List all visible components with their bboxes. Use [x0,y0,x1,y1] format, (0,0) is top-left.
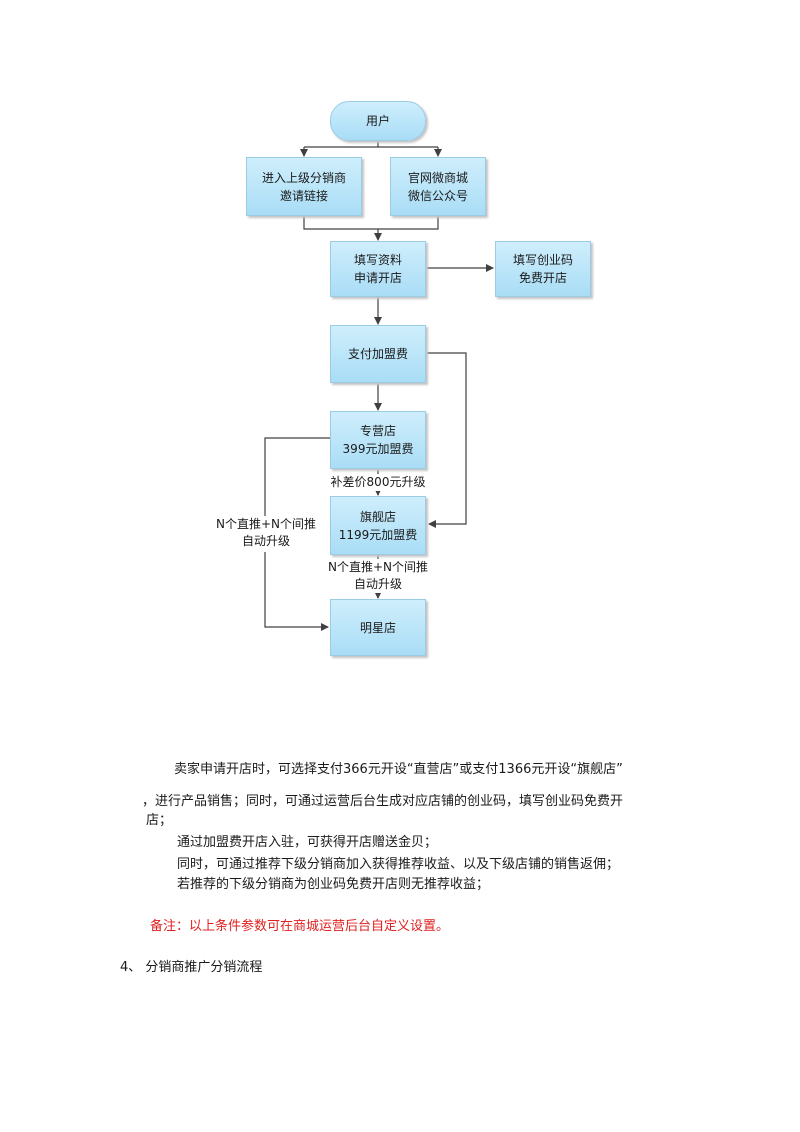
direct-store-node: 专营店 399元加盟费 [330,411,426,469]
para1-line2: ，进行产品销售；同时，可通过运营后台生成对应店铺的创业码，填写创业码免费开 [142,794,624,809]
direct-store-line2: 399元加盟费 [342,442,414,456]
list-item-1: 通过加盟费开店入驻，可获得开店赠送金贝； [177,835,438,850]
pay-fee-label: 支付加盟费 [347,347,408,361]
list-item-3: 若推荐的下级分销商为创业码免费开店则无推荐收益； [177,877,490,892]
pay-fee-node: 支付加盟费 [330,325,426,383]
start-user-label: 用户 [365,114,390,128]
flagship-store-line1: 旗舰店 [359,509,396,524]
auto-upgrade-mid-line1: N个直推+N个间推 [327,560,428,574]
official-mall-line1: 官网微商城 [407,170,468,185]
fill-info-line1: 填写资料 [353,253,402,267]
fill-code-line1: 填写创业码 [512,253,573,267]
remark-note: 备注：以上条件参数可在商城运营后台自定义设置。 [150,919,450,934]
para1-line3: 店； [146,813,173,828]
auto-upgrade-left-line1: N个直推+N个间推 [215,517,316,531]
flagship-store-node: 旗舰店 1199元加盟费 [330,496,426,555]
upgrade-diff-label: 补差价800元升级 [322,474,434,491]
list-item-2: 同时，可通过推荐下级分销商加入获得推荐收益、以及下级店铺的销售返佣； [177,857,620,872]
fill-code-node: 填写创业码 免费开店 [495,241,591,297]
para1-line1: 卖家申请开店时，可选择支付366元开设“直营店”或支付1366元开设“旗舰店” [174,762,623,777]
auto-upgrade-mid-label: N个直推+N个间推 自动升级 [317,559,439,593]
star-store-label: 明星店 [359,620,396,635]
auto-upgrade-mid-line2: 自动升级 [353,577,402,591]
auto-upgrade-left-line2: 自动升级 [241,534,290,548]
invite-link-line2: 邀请链接 [279,188,328,203]
auto-upgrade-left-label: N个直推+N个间推 自动升级 [205,516,327,550]
fill-info-node: 填写资料 申请开店 [330,241,426,297]
invite-link-line1: 进入上级分销商 [261,170,346,185]
fill-code-line2: 免费开店 [518,271,567,285]
flagship-store-line2: 1199元加盟费 [338,527,418,542]
official-mall-line2: 微信公众号 [407,188,468,203]
invite-link-node: 进入上级分销商 邀请链接 [246,157,362,216]
official-mall-node: 官网微商城 微信公众号 [390,157,486,216]
section-heading: 4、 分销商推广分销流程 [120,960,263,975]
fill-info-line2: 申请开店 [353,271,402,285]
direct-store-line1: 专营店 [359,424,396,438]
star-store-node: 明星店 [330,599,426,656]
start-user-node: 用户 [330,101,426,141]
